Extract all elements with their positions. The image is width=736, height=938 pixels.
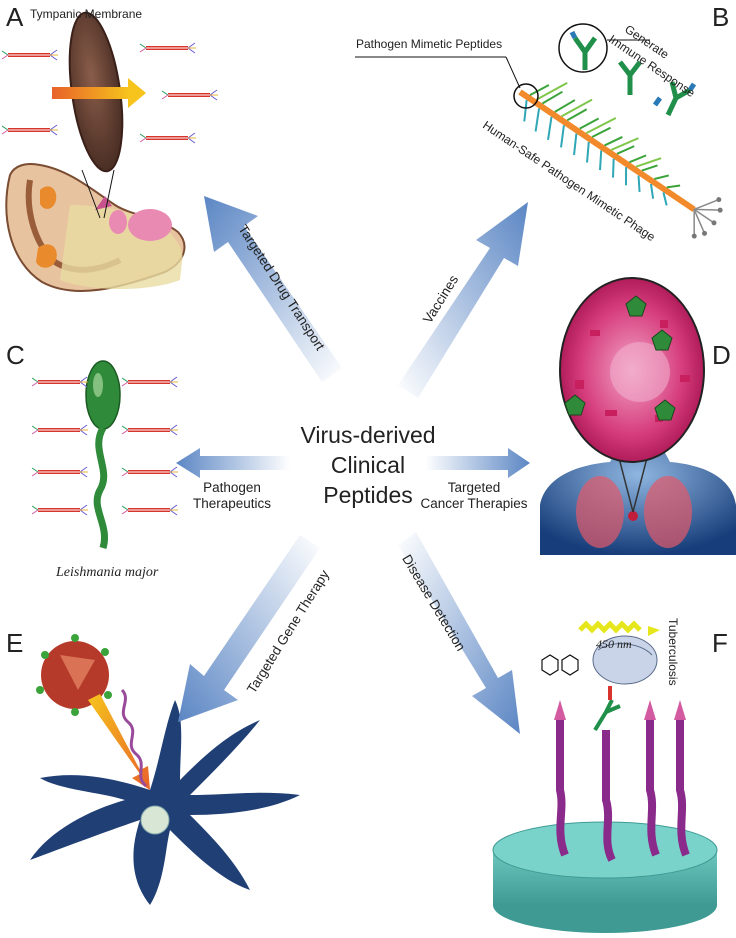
panel-e-illustration (30, 634, 300, 905)
panel-letter-b: B (712, 2, 730, 32)
panel-f-illustration (492, 620, 718, 933)
tuberculosis-label: Tuberculosis (666, 618, 680, 686)
panel-letter-e: E (6, 628, 24, 658)
arrow-gene (178, 535, 320, 722)
center-title-line3: Peptides (323, 482, 413, 508)
arrow-drug-transport (204, 196, 342, 382)
panel-d-illustration (540, 277, 736, 555)
center-title: Virus-derived Clinical Peptides (283, 420, 453, 510)
panel-a-illustration (1, 11, 219, 292)
arrow-label-cancer-line1: Targeted (447, 480, 501, 495)
arrows (176, 196, 530, 734)
panel-letter-c: C (6, 340, 25, 370)
panel-letter-a: A (6, 2, 24, 32)
panel-b-illustration (355, 23, 723, 239)
pathogen-mimetic-peptides-label: Pathogen Mimetic Peptides (356, 37, 503, 51)
arrow-disease (398, 532, 520, 734)
panel-letter-d: D (712, 340, 731, 370)
tympanic-membrane-label: Tympanic Membrane (30, 7, 143, 21)
arrow-label-cancer-line2: Cancer Therapies (420, 496, 528, 511)
arrow-label-pathogen: Pathogen Therapeutics (182, 480, 282, 512)
arrow-label-pathogen-line1: Pathogen (203, 480, 261, 495)
panel-c-illustration (31, 360, 179, 550)
panel-letter-f: F (712, 628, 728, 658)
arrow-pathogen (176, 448, 290, 478)
center-title-line1: Virus-derived (300, 422, 436, 448)
arrow-vaccines (398, 202, 528, 398)
arrow-label-pathogen-line2: Therapeutics (192, 496, 272, 511)
arrow-cancer (425, 448, 530, 478)
center-title-line2: Clinical (330, 452, 406, 478)
leishmania-major-label: Leishmania major (56, 565, 159, 580)
wavelength-label: 450 nm (596, 637, 632, 651)
arrow-label-cancer: Targeted Cancer Therapies (418, 480, 530, 512)
